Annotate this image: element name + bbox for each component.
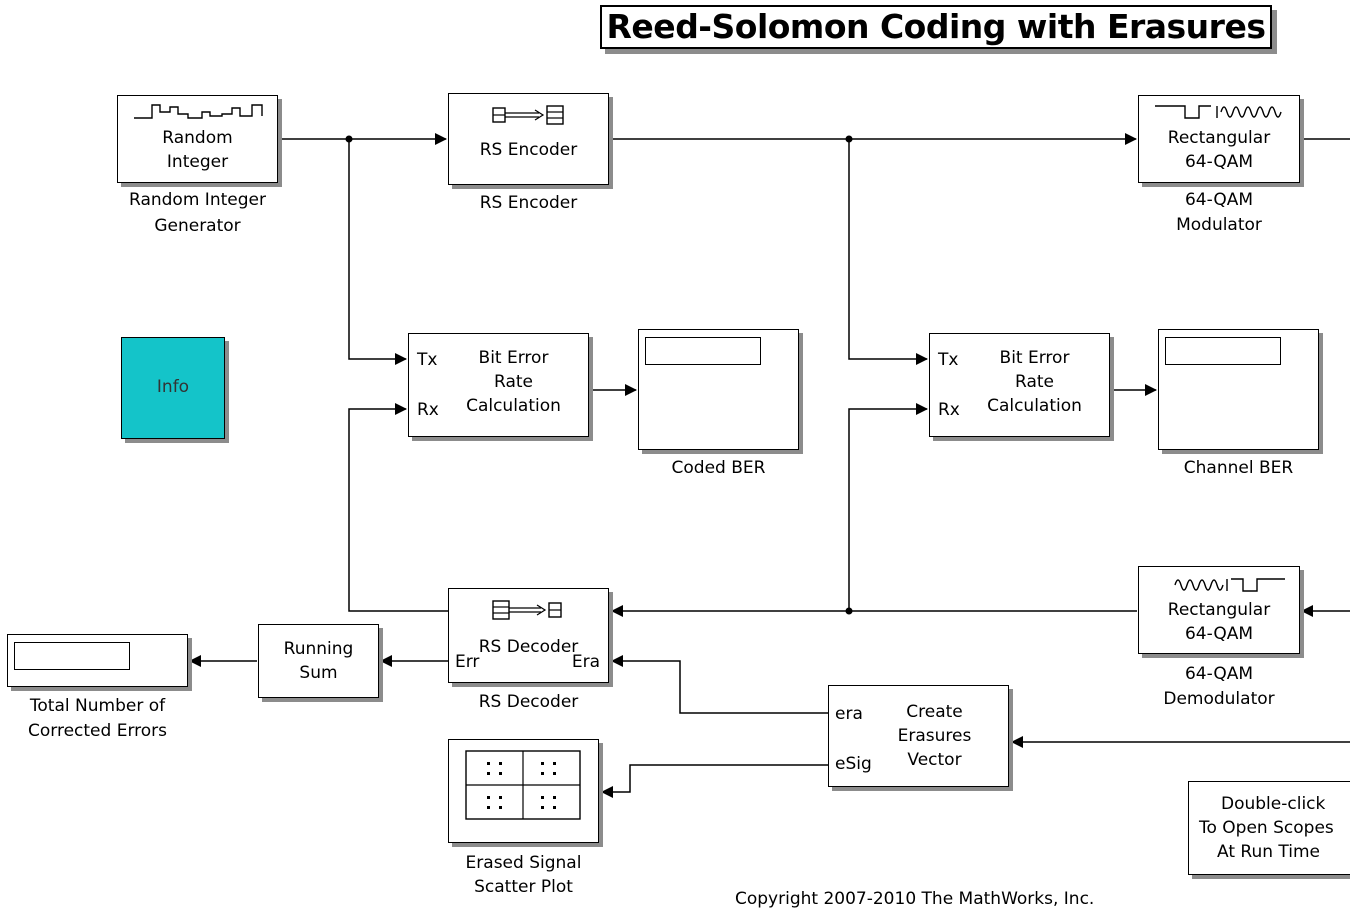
ber-channel-text-3: Calculation <box>987 396 1082 416</box>
running-sum-text-2: Sum <box>299 663 338 683</box>
ber-coded-tx-port: Tx <box>417 350 438 370</box>
running-sum-text-1: Running <box>283 639 354 659</box>
ber-calculation-coded-block[interactable]: Tx Rx Bit Error Rate Calculation <box>408 333 589 437</box>
qam-modulator-text-2: 64-QAM <box>1184 152 1254 172</box>
rs-decoder-err-port: Err <box>455 652 480 672</box>
ber-coded-text-2: Rate <box>494 372 533 392</box>
qam-modulator-text-1: Rectangular <box>1167 128 1271 148</box>
total-errors-label-1: Total Number of <box>29 696 166 716</box>
coded-ber-display-block[interactable] <box>638 329 799 450</box>
rs-decoder-text: RS Decoder <box>478 637 579 657</box>
coded-ber-readout <box>645 337 761 365</box>
ber-calculation-channel-block[interactable]: Tx Rx Bit Error Rate Calculation <box>929 333 1110 437</box>
random-integer-text-2: Integer <box>166 152 229 172</box>
copyright-text: Copyright 2007-2010 The MathWorks, Inc. <box>735 889 1095 909</box>
ber-channel-text-1: Bit Error <box>999 348 1070 368</box>
qam-demodulator-text-1: Rectangular <box>1167 600 1271 620</box>
random-signal-icon <box>134 104 263 119</box>
ber-channel-rx-port: Rx <box>938 400 960 420</box>
random-integer-label-1: Random Integer <box>129 190 266 210</box>
channel-ber-readout <box>1165 337 1281 365</box>
total-errors-display-block[interactable] <box>7 634 188 687</box>
rs-encoder-block[interactable]: RS Encoder <box>448 93 609 185</box>
qam-demodulator-label-2: Demodulator <box>1163 689 1275 709</box>
total-errors-label-2: Corrected Errors <box>28 721 167 741</box>
rs-encoder-text: RS Encoder <box>479 140 578 160</box>
channel-ber-display-block[interactable] <box>1158 329 1319 450</box>
qam-modulator-label-1: 64-QAM <box>1184 190 1254 210</box>
ber-coded-rx-port: Rx <box>417 400 439 420</box>
random-integer-label-2: Generator <box>154 216 241 236</box>
rs-decoder-label: RS Decoder <box>478 692 579 712</box>
constellation-icon <box>465 750 581 820</box>
demodulation-waveform-icon <box>1174 578 1285 592</box>
scopes-note-line-3: At Run Time <box>1217 842 1321 862</box>
ber-coded-text-3: Calculation <box>466 396 561 416</box>
create-erasures-text-3: Vector <box>907 750 962 770</box>
scopes-note-line-2: To Open Scopes <box>1199 818 1334 838</box>
qam-demodulator-label-1: 64-QAM <box>1184 664 1254 684</box>
ber-coded-text-1: Bit Error <box>478 348 549 368</box>
info-block[interactable]: Info <box>121 337 225 439</box>
random-integer-block[interactable]: Random Integer <box>117 95 278 183</box>
create-erasures-text-2: Erasures <box>897 726 972 746</box>
qam-modulator-block[interactable]: Rectangular 64-QAM <box>1138 95 1300 183</box>
modulation-waveform-icon <box>1155 105 1282 119</box>
qam-demodulator-block[interactable]: Rectangular 64-QAM <box>1138 566 1300 654</box>
scopes-note-line-1: Double-click <box>1221 794 1326 814</box>
total-errors-readout <box>14 642 130 670</box>
scatter-plot-block[interactable] <box>448 739 599 843</box>
ber-channel-tx-port: Tx <box>938 350 959 370</box>
coded-ber-label: Coded BER <box>671 458 766 478</box>
ber-channel-text-2: Rate <box>1015 372 1054 392</box>
scatter-plot-label-1: Erased Signal <box>465 853 582 873</box>
channel-ber-label: Channel BER <box>1183 458 1294 478</box>
scatter-plot-label-2: Scatter Plot <box>474 877 573 897</box>
rs-decoder-icon <box>492 600 562 620</box>
running-sum-block[interactable]: Running Sum <box>258 624 379 698</box>
qam-modulator-label-2: Modulator <box>1176 215 1262 235</box>
rs-encoder-icon <box>492 105 564 125</box>
create-erasures-text-1: Create <box>906 702 963 722</box>
random-integer-text-1: Random <box>162 128 233 148</box>
diagram-title: Reed-Solomon Coding with Erasures <box>600 5 1272 49</box>
create-erasures-era-port: era <box>835 704 863 724</box>
qam-demodulator-text-2: 64-QAM <box>1184 624 1254 644</box>
rs-encoder-label: RS Encoder <box>479 193 578 213</box>
scopes-note[interactable]: Double-click To Open Scopes At Run Time <box>1188 781 1350 875</box>
create-erasures-block[interactable]: era eSig Create Erasures Vector <box>828 685 1009 787</box>
rs-decoder-era-port: Era <box>571 652 600 672</box>
create-erasures-esig-port: eSig <box>835 754 872 774</box>
rs-decoder-block[interactable]: RS Decoder Err Era <box>448 588 609 683</box>
